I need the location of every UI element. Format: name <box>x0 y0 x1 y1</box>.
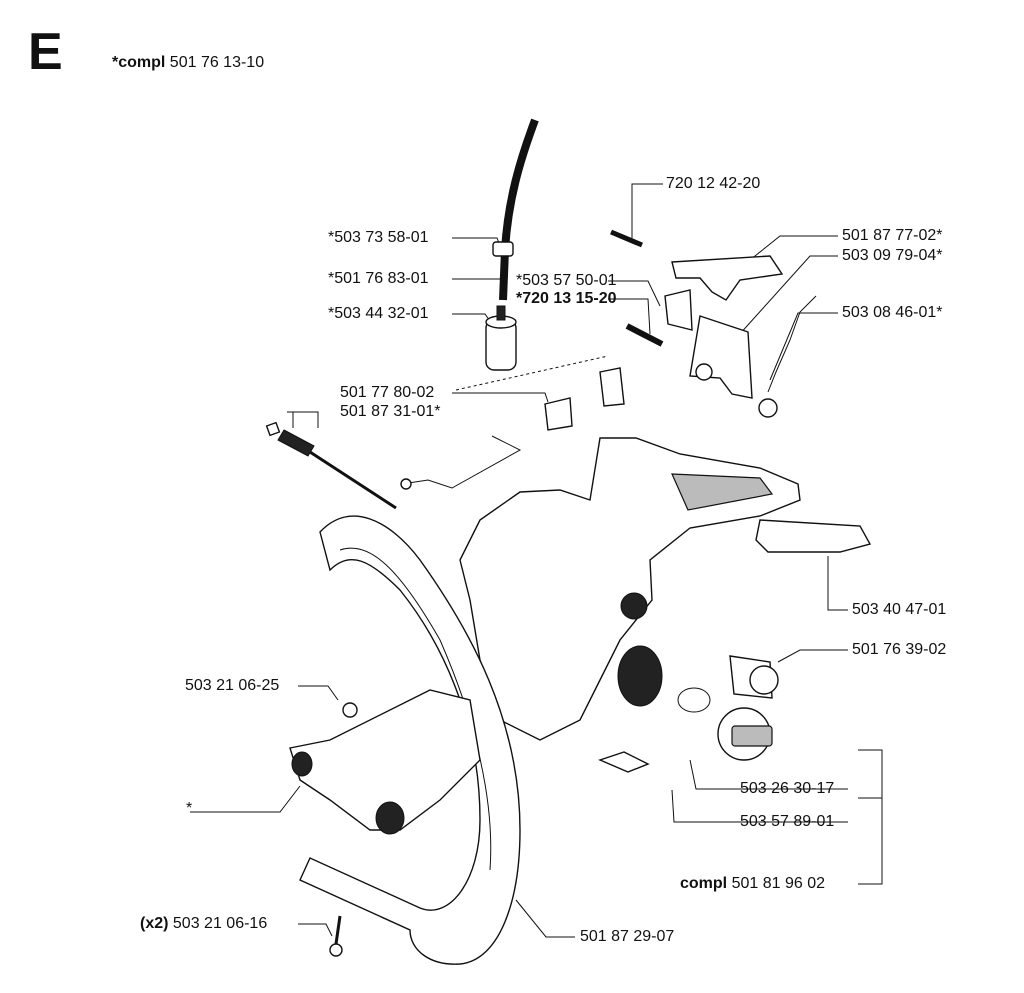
label-503-57-89-01: 503 57 89-01 <box>740 813 835 830</box>
linkage-parts <box>400 367 625 490</box>
label-503-73-58-01: *503 73 58-01 <box>328 229 429 246</box>
label-503-21-06-16: 503 21 06-16 <box>172 915 268 932</box>
label-503-44-32-01: *503 44 32-01 <box>328 305 429 322</box>
cap-and-fittings <box>329 655 779 957</box>
label-503-26-30-17: 503 26 30-17 <box>740 780 835 797</box>
label-501-76-83-01: *501 76 83-01 <box>328 270 429 287</box>
section-letter: E <box>28 23 63 81</box>
lower-bracket <box>289 689 481 835</box>
label-501-77-80-02: 501 77 80-02 <box>340 384 435 401</box>
rear-handle-body <box>459 437 872 741</box>
label-503-21-06-25: 503 21 06-25 <box>185 677 280 694</box>
label-720-12-42-20: 720 12 42-20 <box>666 175 761 192</box>
label-503-09-79-04: 503 09 79-04* <box>842 247 943 264</box>
label-compl-501-81-96-02: compl 501 81 96 02 <box>680 875 825 893</box>
label-qty-x2: (x2) <box>140 915 169 932</box>
leader-lines <box>190 183 883 938</box>
label-720-13-15-20-text: *720 13 15-20 <box>516 290 617 307</box>
label-503-40-47-01: 503 40 47-01 <box>852 601 947 618</box>
label-compl-prefix: compl <box>680 875 728 892</box>
label-501-76-39-02: 501 76 39-02 <box>852 641 947 658</box>
label-501-81-96-02: 501 81 96 02 <box>731 875 825 892</box>
throttle-trigger-parts <box>610 229 817 418</box>
label-501-87-77-02: 501 87 77-02* <box>842 227 943 244</box>
label-asterisk: * <box>186 800 193 817</box>
header-compl-reference: *compl 501 76 13-10 <box>112 54 264 72</box>
header-compl-number: 501 76 13-10 <box>169 54 265 71</box>
label-501-87-29-07: 501 87 29-07 <box>580 928 675 945</box>
label-503-57-50-01: *503 57 50-01 <box>516 272 617 289</box>
label-501-87-31-01: 501 87 31-01* <box>340 403 441 420</box>
header-compl-prefix: *compl <box>112 54 166 71</box>
throttle-cable <box>265 421 397 510</box>
label-503-08-46-01: 503 08 46-01* <box>842 304 943 321</box>
label-720-13-15-20: *720 13 15-20 <box>516 290 617 308</box>
fuel-hose-assembly <box>485 118 539 371</box>
label-x2-503-21-06-16: (x2) 503 21 06-16 <box>140 915 267 933</box>
